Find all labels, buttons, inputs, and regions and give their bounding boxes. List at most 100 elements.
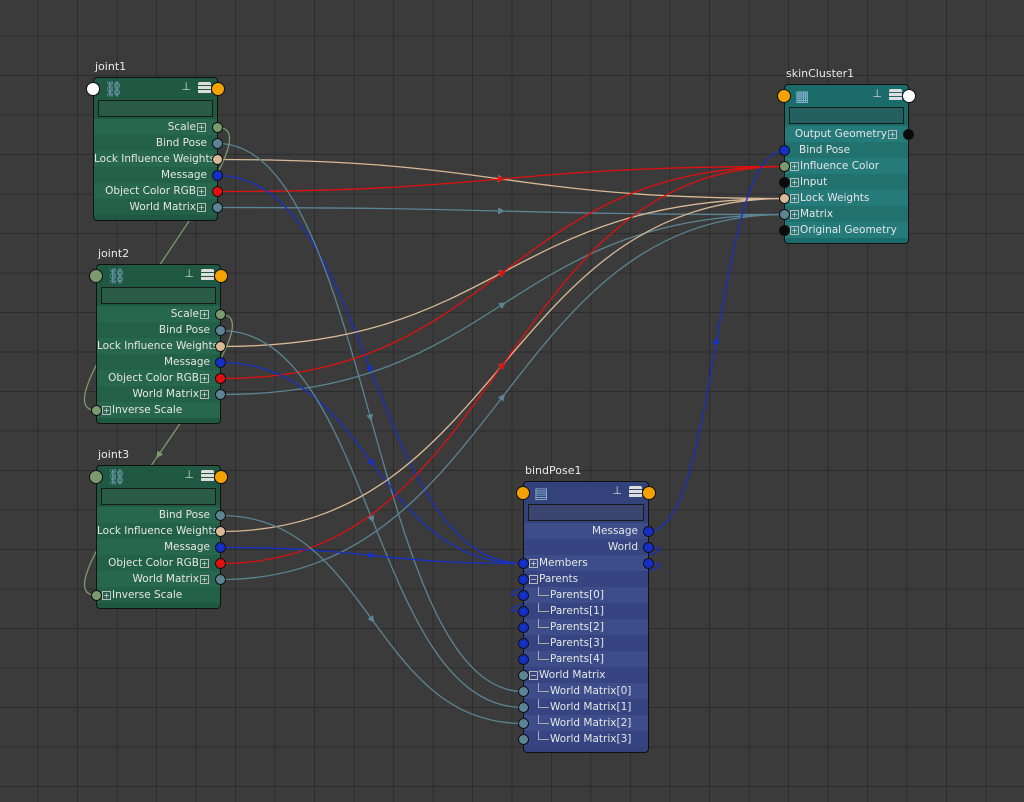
connection-wire[interactable] xyxy=(217,206,785,216)
output-port[interactable] xyxy=(903,129,914,140)
node-input-port[interactable] xyxy=(86,82,100,96)
output-port[interactable] xyxy=(643,542,654,553)
expand-icon[interactable]: + xyxy=(200,558,209,568)
attribute-row[interactable]: World xyxy=(524,539,654,555)
expand-icon[interactable]: + xyxy=(790,225,799,235)
connection-wire[interactable] xyxy=(220,165,785,565)
output-port[interactable] xyxy=(215,341,226,352)
attribute-row[interactable]: World Matrix+ xyxy=(97,571,226,587)
connection-wire[interactable] xyxy=(217,165,785,193)
expand-icon[interactable]: + xyxy=(529,558,538,568)
attribute-filter-field[interactable] xyxy=(528,504,644,521)
expand-icon[interactable]: + xyxy=(197,186,206,196)
attribute-filter-field[interactable] xyxy=(101,488,216,505)
node-input-port[interactable] xyxy=(777,89,791,103)
input-port[interactable] xyxy=(518,622,529,633)
attribute-filter-field[interactable] xyxy=(98,100,213,117)
output-port[interactable] xyxy=(212,122,223,133)
node-input-port[interactable] xyxy=(89,269,103,283)
attribute-display-icon[interactable] xyxy=(629,486,642,498)
attribute-row[interactable]: Parents[4] xyxy=(518,651,648,667)
pin-icon[interactable]: ⊥ xyxy=(184,468,194,481)
attribute-row[interactable]: Bind Pose xyxy=(779,142,908,158)
pin-icon[interactable]: ⊥ xyxy=(872,87,882,100)
input-port[interactable] xyxy=(779,145,790,156)
output-port[interactable] xyxy=(643,558,654,569)
input-port[interactable] xyxy=(779,177,790,188)
attribute-row[interactable]: +Members xyxy=(518,555,654,571)
attribute-row[interactable]: Message xyxy=(94,167,223,183)
attribute-row[interactable]: World Matrix+ xyxy=(94,199,223,215)
node-output-port[interactable] xyxy=(211,82,225,96)
connection-wire[interactable] xyxy=(648,149,785,533)
attribute-row[interactable]: Message xyxy=(524,523,654,539)
input-port[interactable] xyxy=(779,209,790,220)
attribute-row[interactable]: +Original Geometry xyxy=(779,222,908,238)
expand-icon[interactable]: + xyxy=(888,129,897,139)
attribute-row[interactable]: Output Geometry+ xyxy=(785,126,914,142)
collapse-icon[interactable]: − xyxy=(529,574,538,584)
attribute-row[interactable]: +Inverse Scale xyxy=(91,587,220,603)
attribute-row[interactable]: World Matrix[3] xyxy=(518,731,648,747)
input-port[interactable] xyxy=(518,606,529,617)
attribute-row[interactable]: Parents[0] xyxy=(518,587,648,603)
output-port[interactable] xyxy=(215,526,226,537)
attribute-row[interactable]: Parents[2] xyxy=(518,619,648,635)
expand-icon[interactable]: + xyxy=(200,309,209,319)
input-port[interactable] xyxy=(518,590,529,601)
attribute-display-icon[interactable] xyxy=(889,89,902,101)
output-port[interactable] xyxy=(215,309,226,320)
connection-wire[interactable] xyxy=(217,158,785,200)
input-port[interactable] xyxy=(518,574,529,585)
connection-wire[interactable] xyxy=(217,174,524,565)
expand-icon[interactable]: + xyxy=(102,590,111,600)
attribute-filter-field[interactable] xyxy=(101,287,216,304)
attribute-row[interactable]: World Matrix[2] xyxy=(518,715,648,731)
connection-wire[interactable] xyxy=(220,514,524,725)
connection-wire[interactable] xyxy=(220,329,524,709)
node-output-port[interactable] xyxy=(642,486,656,500)
attribute-row[interactable]: Object Color RGB+ xyxy=(97,555,226,571)
attribute-row[interactable]: −World Matrix xyxy=(518,667,648,683)
connection-wire[interactable] xyxy=(220,361,524,565)
attribute-row[interactable]: Lock Influence Weights xyxy=(97,338,226,354)
attribute-row[interactable]: Lock Influence Weights xyxy=(94,151,223,167)
attribute-row[interactable]: Bind Pose xyxy=(97,507,226,523)
input-port[interactable] xyxy=(518,718,529,729)
input-port[interactable] xyxy=(518,638,529,649)
attribute-row[interactable]: +Input xyxy=(779,174,908,190)
attribute-row[interactable]: −Parents xyxy=(518,571,648,587)
output-port[interactable] xyxy=(215,510,226,521)
expand-icon[interactable]: + xyxy=(102,405,111,415)
node-output-port[interactable] xyxy=(214,269,228,283)
input-port[interactable] xyxy=(91,590,102,601)
output-port[interactable] xyxy=(212,186,223,197)
output-port[interactable] xyxy=(643,526,654,537)
attribute-filter-field[interactable] xyxy=(789,107,904,124)
input-port[interactable] xyxy=(779,193,790,204)
expand-icon[interactable]: + xyxy=(790,193,799,203)
connection-wire[interactable] xyxy=(220,197,785,348)
connection-wire[interactable] xyxy=(220,546,524,565)
node-input-port[interactable] xyxy=(89,470,103,484)
output-port[interactable] xyxy=(212,154,223,165)
connection-wire[interactable] xyxy=(220,213,785,581)
input-port[interactable] xyxy=(518,670,529,681)
expand-icon[interactable]: + xyxy=(200,373,209,383)
output-port[interactable] xyxy=(212,202,223,213)
output-port[interactable] xyxy=(215,389,226,400)
input-port[interactable] xyxy=(779,225,790,236)
input-port[interactable] xyxy=(779,161,790,172)
attribute-row[interactable]: Parents[1] xyxy=(518,603,648,619)
collapse-icon[interactable]: − xyxy=(529,670,538,680)
input-port[interactable] xyxy=(518,734,529,745)
pin-icon[interactable]: ⊥ xyxy=(612,484,622,497)
output-port[interactable] xyxy=(215,574,226,585)
attribute-display-icon[interactable] xyxy=(201,470,214,482)
node-input-port[interactable] xyxy=(516,486,530,500)
attribute-row[interactable]: +Influence Color xyxy=(779,158,908,174)
output-port[interactable] xyxy=(215,373,226,384)
attribute-row[interactable]: Scale+ xyxy=(97,306,226,322)
